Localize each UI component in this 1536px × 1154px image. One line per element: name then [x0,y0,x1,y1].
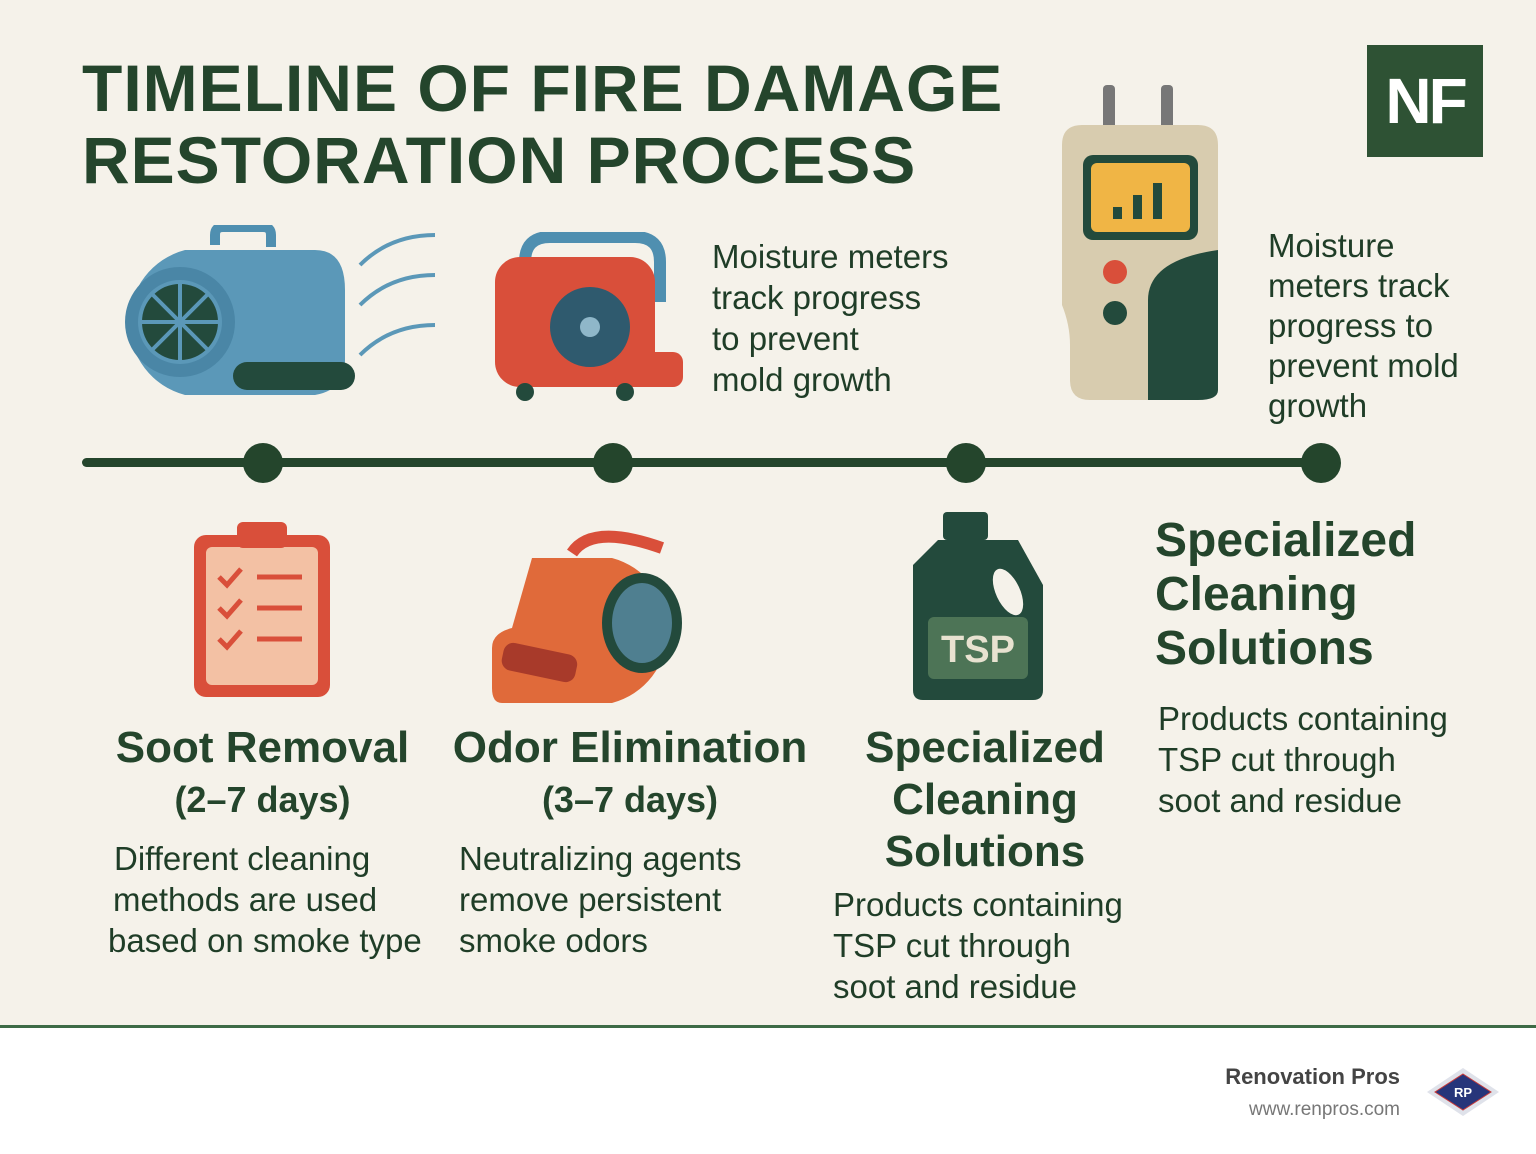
red-blower-icon [495,232,683,401]
renovation-pros-logo-icon: RP [1427,1068,1499,1116]
footer [0,1025,1536,1154]
timeline-marker [593,443,633,483]
timeline-line [82,458,1322,467]
footer-url[interactable]: www.renpros.com [1249,1099,1400,1120]
nf-logo-badge: NF [1367,45,1483,157]
footer-brand: Renovation Pros [1225,1064,1400,1089]
air-mover-icon [125,225,436,395]
step-odor-elimination: Odor Elimination (3–7 days) [452,723,808,820]
moisture-meter-icon [1062,85,1218,400]
timeline-marker [243,443,283,483]
svg-text:RP: RP [1454,1085,1472,1100]
tsp-bottle-icon: TSP [913,512,1043,700]
step-soot-removal: Soot Removal (2–7 days) [115,723,410,820]
orange-air-mover-icon [492,530,682,703]
timeline-marker [946,443,986,483]
page-title: TIMELINE OF FIRE DAMAGE RESTORATION PROC… [82,51,1004,197]
timeline-marker [1301,443,1341,483]
svg-text:TSP: TSP [941,629,1015,671]
clipboard-checklist-icon [194,522,330,697]
